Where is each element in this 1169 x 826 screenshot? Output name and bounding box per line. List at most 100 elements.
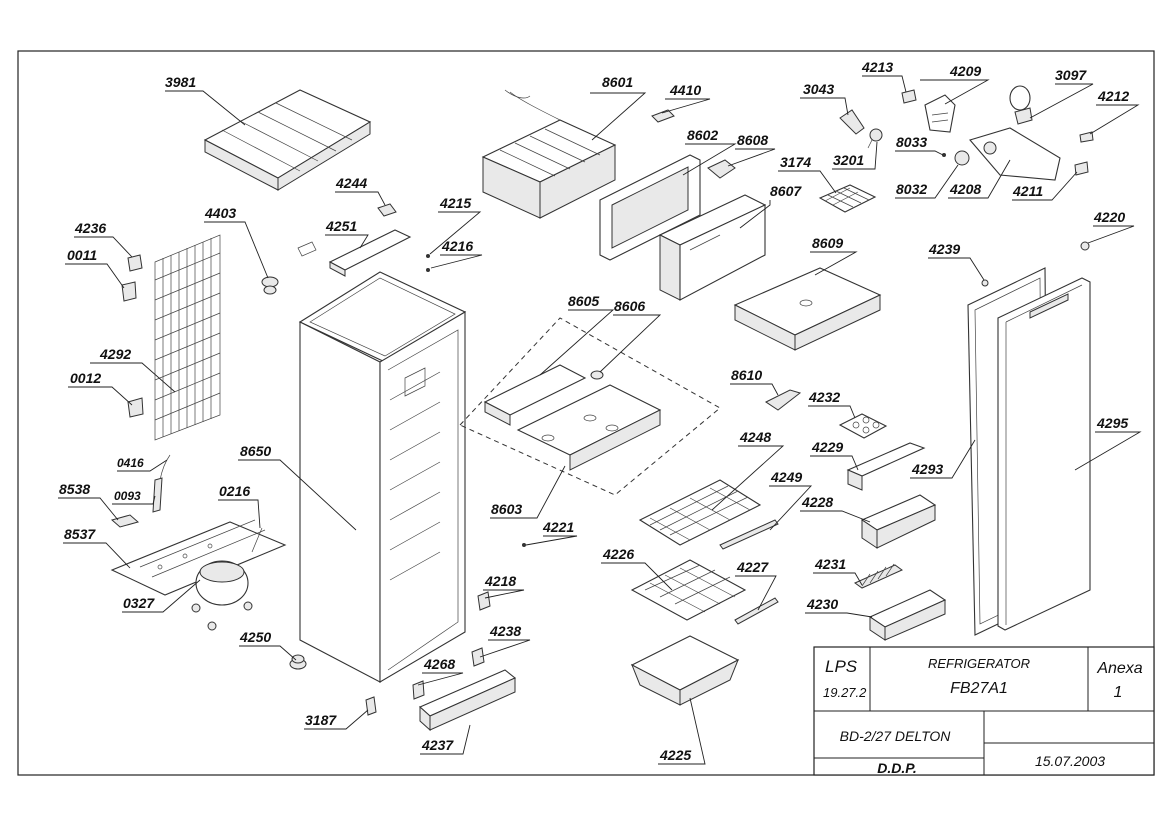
label-4229: 4229 [811,439,843,455]
drawing-frame [17,50,1155,776]
title-model: FB27A1 [950,680,1008,697]
title-annex-label: Anexa [1096,660,1142,677]
part-4244-clip[interactable] [377,203,397,217]
label-8608: 8608 [737,132,768,148]
part-4208-thermostat-housing[interactable] [969,127,1061,181]
part-4410-clip[interactable] [651,109,675,123]
label-4227: 4227 [736,559,769,575]
label-0327: 0327 [123,595,155,611]
label-4410: 4410 [669,82,701,98]
part-8033-dot[interactable] [942,153,946,157]
part-4231-grill[interactable] [854,563,903,589]
part-4249-shelf-strip[interactable] [719,519,779,550]
part-4209-holder[interactable] [924,94,956,133]
part-4237-kickplate[interactable] [418,669,517,732]
part-0216-wire[interactable] [251,527,263,553]
part-0416-tube[interactable] [159,454,171,481]
title-annex-number: 1 [1114,684,1123,701]
part-0093-filter[interactable] [152,477,163,513]
leader-lines [58,75,1142,765]
label-4268: 4268 [423,656,455,672]
part-8537-compressor-base[interactable] [110,519,287,596]
part-4230-door-bin[interactable] [868,589,947,641]
part-3174-ice-tray[interactable] [818,184,877,213]
part-4213-clip[interactable] [901,89,917,104]
part-8603-assembly-group[interactable] [459,317,721,496]
label-4216: 4216 [441,238,473,254]
label-4211: 4211 [1012,183,1043,199]
label-3043: 3043 [803,81,834,97]
part-4212-clip[interactable] [1079,131,1094,143]
part-4268-clip[interactable] [412,680,425,700]
part-4216-screw[interactable] [426,268,430,272]
label-4230: 4230 [806,596,838,612]
part-4227-shelf-strip[interactable] [734,597,779,625]
part-4225-crisper[interactable] [630,635,740,706]
part-0327-compressor[interactable] [191,560,253,631]
label-0012: 0012 [70,370,101,386]
label-4208: 4208 [949,181,981,197]
part-4220-screw[interactable] [1080,241,1090,251]
part-4218-hinge[interactable] [477,591,491,611]
part-0012-clip[interactable] [127,397,144,418]
label-4213: 4213 [861,59,893,75]
part-8032-knob[interactable] [954,150,970,166]
title-code-sub: 19.27.2 [823,685,867,700]
label-8033: 8033 [896,134,927,150]
part-8538-bracket[interactable] [110,514,140,528]
label-4237: 4237 [421,737,454,753]
part-8609-drip-tray[interactable] [733,267,882,351]
part-4403-grommet[interactable] [261,276,279,295]
label-0416: 0416 [117,456,144,470]
part-4232-egg-tray[interactable] [838,413,888,439]
label-3097: 3097 [1055,67,1087,83]
label-4225: 4225 [659,747,691,763]
part-4229-shelf-edge[interactable] [846,442,926,491]
label-3201: 3201 [833,152,864,168]
part-4236-clip[interactable] [127,254,143,272]
part-4292-condenser[interactable] [154,234,221,441]
part-4215-screw[interactable] [426,254,430,258]
part-4226-glass-shelf[interactable] [630,559,747,621]
label-4292: 4292 [99,346,131,362]
label-0093: 0093 [114,489,141,503]
part-3097-lamp[interactable] [1009,85,1033,125]
label-4295: 4295 [1096,415,1128,431]
part-number-labels: 3981 8601 4410 3043 4213 4209 3097 4212 … [59,59,1129,763]
part-4239-screw[interactable] [981,279,989,287]
label-4218: 4218 [484,573,516,589]
part-0011-clip[interactable] [121,281,137,302]
part-8607-freezer-door[interactable] [658,194,767,301]
part-4238-clip[interactable] [471,647,485,667]
part-4228-door-bin[interactable] [860,494,937,549]
part-3981-top-cover[interactable] [203,89,372,191]
part-3043-lamp-cover[interactable] [839,109,865,135]
label-8610: 8610 [731,367,762,383]
label-8607: 8607 [770,183,802,199]
part-4250-foot[interactable] [289,654,307,670]
part-4221-screw[interactable] [522,543,526,547]
part-4211-clip[interactable] [1074,161,1089,176]
title-date: 15.07.2003 [1035,753,1105,769]
label-3187: 3187 [305,712,337,728]
title-block: LPS 19.27.2 REFRIGERATOR FB27A1 Anexa 1 … [813,646,1155,776]
title-brand-model: BD-2/27 DELTON [840,728,952,744]
label-4244: 4244 [335,175,367,191]
part-8602-frame[interactable] [599,154,701,261]
part-8608-hinge[interactable] [707,159,736,179]
part-8610-knob[interactable] [765,389,802,411]
title-drawn-by: D.D.P. [877,760,916,776]
label-4403: 4403 [204,205,236,221]
label-8609: 8609 [812,235,843,251]
label-4215: 4215 [439,195,471,211]
part-4251-rail[interactable] [297,229,412,277]
label-0216: 0216 [219,483,250,499]
part-8601-evaporator[interactable] [481,89,617,219]
part-3187-foot-screw[interactable] [365,696,377,716]
label-8601: 8601 [602,74,633,90]
part-4295-refrigerator-door[interactable] [997,277,1091,631]
part-3201-bulb[interactable] [867,128,883,149]
part-4248-wire-shelf[interactable] [638,479,762,546]
part-8650-cabinet[interactable] [298,271,467,683]
label-4249: 4249 [770,469,802,485]
